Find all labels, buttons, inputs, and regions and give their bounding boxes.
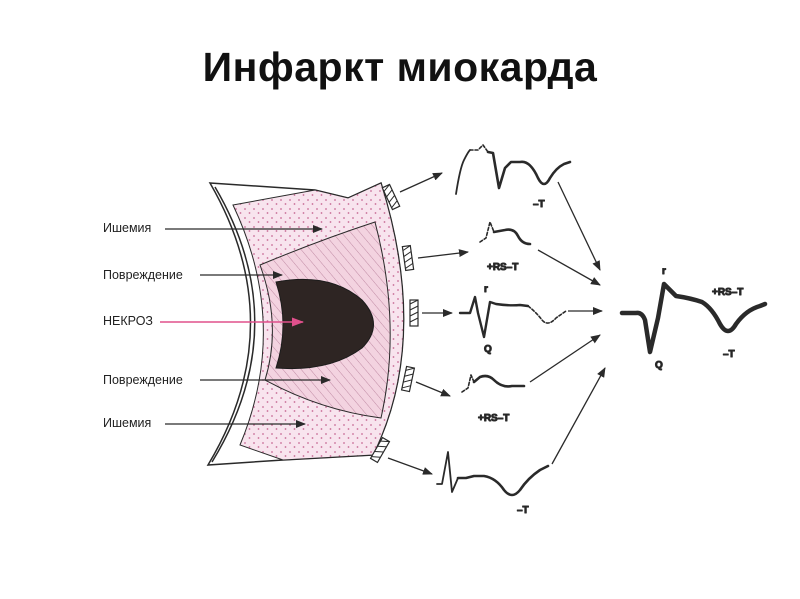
electrodes	[369, 183, 419, 464]
electrode-2	[401, 244, 415, 272]
ecg-wave-3: r Q	[458, 284, 567, 356]
electrode-5	[369, 436, 391, 464]
label-ischemia-bottom: Ишемия	[103, 416, 151, 430]
arrow-electrode-2	[417, 249, 469, 259]
final-label-q: Q	[655, 360, 663, 371]
label-injury-top: Повреждение	[103, 268, 183, 282]
arrow-converge-5	[551, 367, 606, 465]
final-label-rst: +RS–T	[712, 287, 743, 298]
wave3-label-r: r	[484, 284, 488, 295]
electrode-4	[400, 365, 416, 393]
electrode-3	[409, 299, 419, 327]
final-label-t: –T	[723, 349, 735, 360]
label-ischemia-top: Ишемия	[103, 221, 151, 235]
arrow-electrode-1	[399, 172, 443, 193]
wave2-label-rst: +RS–T	[487, 262, 518, 273]
heart-wall-segment	[206, 181, 405, 466]
wave3-label-q: Q	[484, 344, 492, 355]
wave4-label-rst: +RS–T	[478, 413, 509, 424]
page-title: Инфаркт миокарда	[202, 44, 598, 90]
ecg-wave-2: +RS–T	[479, 221, 532, 274]
convergence-arrows	[529, 181, 606, 465]
arrow-converge-1	[557, 181, 601, 271]
arrow-converge-2	[537, 249, 601, 286]
wave1-label-t: –T	[533, 199, 545, 210]
final-label-r: r	[662, 266, 666, 277]
ecg-wave-1: –T	[455, 144, 572, 211]
ecg-wave-4: +RS–T	[461, 374, 526, 425]
wave5-label-t: –T	[517, 505, 529, 516]
necrosis-zone	[275, 278, 374, 370]
endocardium-line	[211, 186, 256, 463]
electrode-1	[381, 183, 401, 211]
electrode-arrows	[387, 172, 469, 475]
ecg-wave-5: –T	[436, 451, 550, 517]
label-injury-bottom: Повреждение	[103, 373, 183, 387]
zone-labels: Ишемия Повреждение НЕКРОЗ Повреждение Иш…	[103, 221, 331, 430]
label-necrosis: НЕКРОЗ	[103, 314, 153, 328]
arrow-converge-4	[529, 334, 601, 383]
resulting-ecg: r +RS–T Q –T	[619, 266, 768, 372]
ecg-waveforms: –T +RS–T r Q +RS–T –T	[436, 144, 572, 517]
arrow-electrode-4	[415, 381, 451, 397]
arrow-electrode-5	[387, 457, 433, 475]
